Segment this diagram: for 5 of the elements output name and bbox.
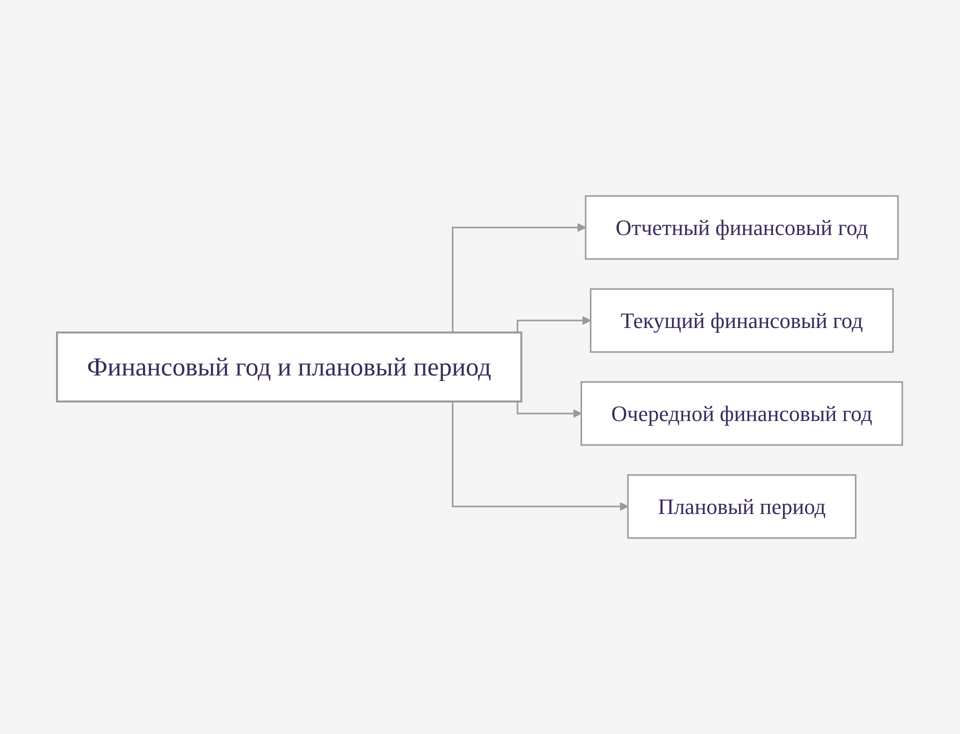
node-box: Отчетный финансовый год <box>585 195 900 260</box>
node-box: Финансовый год и плановый период <box>56 332 523 402</box>
node-box: Текущий финансовый год <box>590 288 894 353</box>
node-box: Очередной финансовый год <box>580 381 904 446</box>
node-box: Плановый период <box>628 474 857 539</box>
